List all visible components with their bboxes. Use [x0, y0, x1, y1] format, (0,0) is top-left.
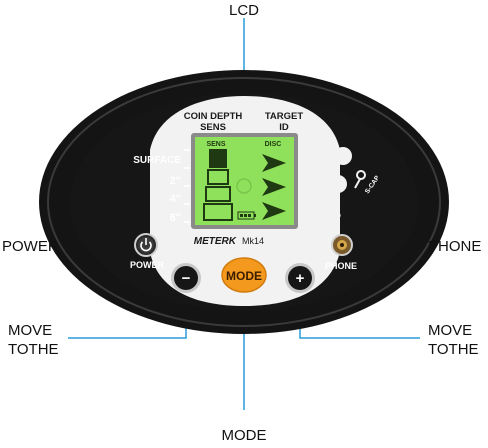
bezel-highlight	[47, 77, 441, 327]
callout-lcd: LCD	[229, 2, 259, 19]
mode-button[interactable]: MODE	[221, 257, 267, 293]
depth-bar-4	[203, 203, 233, 221]
hammer-icon	[307, 197, 327, 213]
brand-logo: METERK	[194, 236, 237, 247]
depth-bar-3	[205, 186, 231, 202]
header-sens: SENS	[200, 122, 226, 133]
phone-jack-label: PHONE	[325, 261, 357, 271]
depth-scale: SURFACE 2" 4" 6"	[133, 149, 190, 224]
header-coin-depth: COIN DEPTH	[184, 111, 243, 122]
target-dot-4	[329, 175, 347, 193]
depth-bar-1	[209, 149, 227, 168]
callout-move-left-line1: MOVE	[8, 322, 52, 339]
depth-ticks	[184, 149, 190, 223]
ring-icon	[329, 209, 341, 219]
target-arrow-3	[262, 202, 286, 220]
target-dot-2	[334, 147, 352, 165]
target-arrow-1	[262, 154, 286, 172]
target-indicators: S-CAP	[307, 147, 382, 219]
depth-label-surface: SURFACE	[133, 155, 181, 166]
depth-bar-meter	[203, 149, 233, 221]
header-id: ID	[279, 122, 289, 133]
target-arrow-2	[262, 178, 286, 196]
target-dot-1	[311, 150, 329, 168]
callout-move-right-line2: TOTHE	[428, 341, 479, 358]
lcd-disc-label: DISC	[265, 141, 282, 148]
battery-icon	[237, 211, 256, 220]
minus-button[interactable]: −	[171, 263, 201, 293]
depth-label-4in: 4"	[170, 193, 181, 205]
model-label: Mk14	[242, 236, 264, 246]
header-target: TARGET	[265, 111, 304, 122]
mode-button-label: MODE	[226, 269, 262, 283]
key-icon	[354, 170, 366, 189]
depth-bar-2	[207, 169, 229, 185]
callout-move-left-line2: TOTHE	[8, 341, 59, 358]
target-id-arrows	[262, 154, 286, 220]
phone-jack[interactable]	[331, 234, 353, 256]
lcd-screen: SENS DISC	[191, 133, 298, 229]
callout-move-right-line1: MOVE	[428, 322, 472, 339]
power-button-label: POWER	[130, 260, 165, 270]
lcd-center-logo	[236, 178, 252, 194]
plus-button[interactable]: +	[285, 263, 315, 293]
callout-mode: MODE	[222, 427, 267, 444]
minus-icon: −	[182, 270, 191, 287]
lcd-sens-label: SENS	[206, 141, 225, 148]
power-icon	[140, 238, 152, 252]
power-button[interactable]	[134, 233, 158, 257]
plus-icon: +	[296, 270, 305, 287]
callout-power: POWER	[2, 238, 59, 255]
depth-label-6in: 6"	[170, 212, 181, 224]
depth-label-2in: 2"	[170, 175, 181, 187]
callout-phone: PHONE	[428, 238, 481, 255]
target-dot-3	[307, 175, 325, 193]
